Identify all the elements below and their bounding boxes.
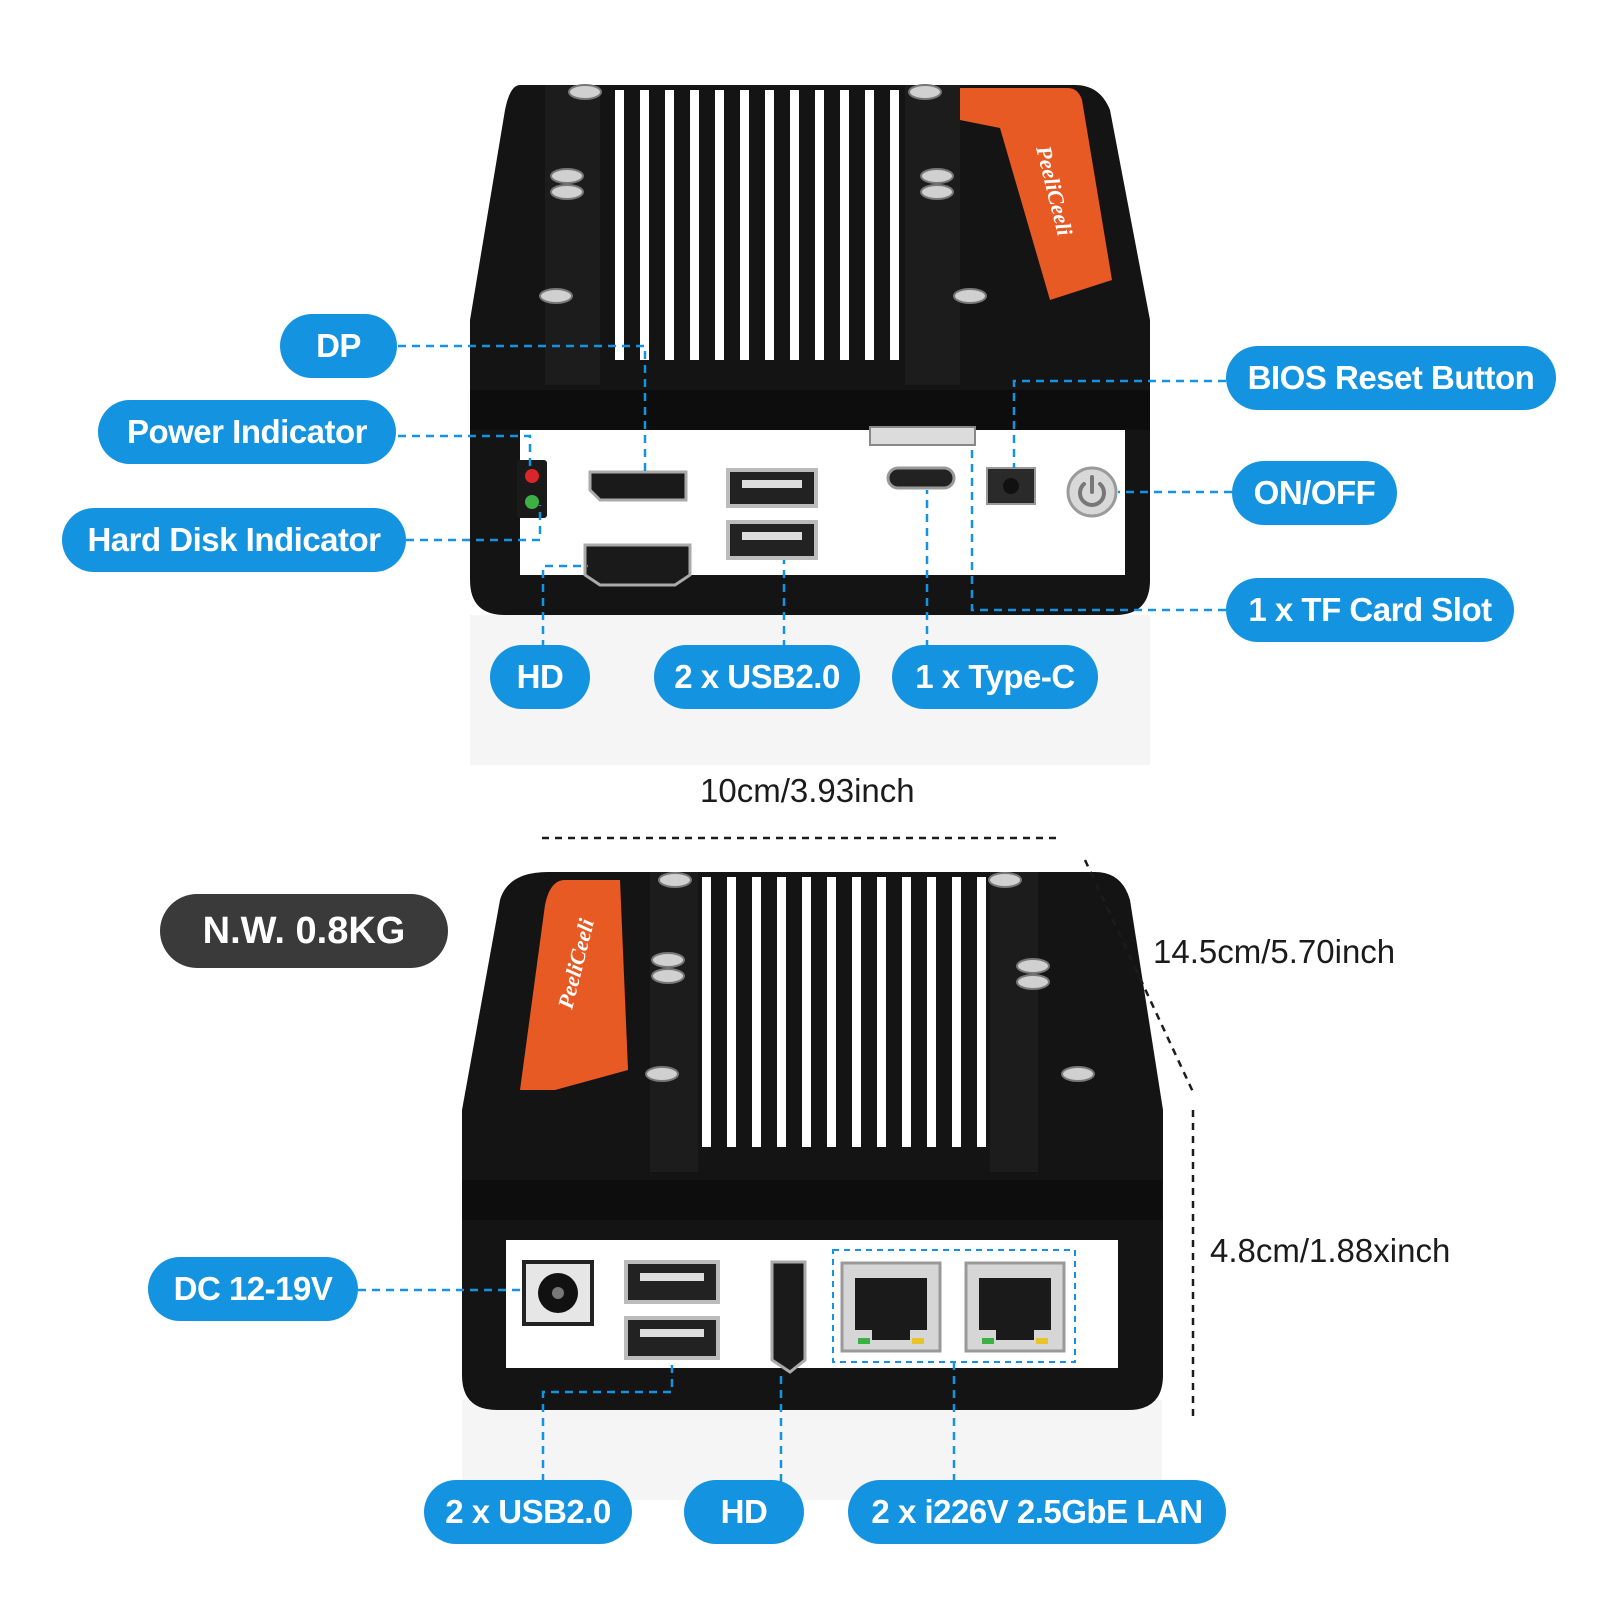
label-usb-rear: 2 x USB2.0 [424,1480,632,1544]
tf-card-slot [869,426,976,446]
hdd-led [525,495,539,509]
dimension-height: 4.8cm/1.88xinch [1210,1232,1451,1269]
leader-lines [358,344,1232,1482]
power-led [525,469,539,483]
label-hard-disk-indicator: Hard Disk Indicator [62,508,406,572]
dimension-width: 10cm/3.93inch [700,772,915,809]
heatsink-fins-front [615,90,899,360]
label-lan: 2 x i226V 2.5GbE LAN [848,1480,1226,1544]
type-c-port [886,466,956,490]
label-type-c: 1 x Type-C [892,645,1098,709]
bios-reset-switch [986,467,1036,505]
label-dp: DP [280,314,397,378]
dimension-lines [542,836,1195,1418]
accent-stripe-front [960,88,1112,300]
label-on-off: ON/OFF [1232,461,1397,525]
dp-port [588,470,688,502]
device-front: PeeliCeeli [470,84,1150,765]
hdmi-port-rear [770,1260,807,1374]
heatsink-fins-rear [702,877,986,1147]
accent-stripe-rear [520,880,628,1090]
label-hd-front: HD [490,645,590,709]
weight-badge: N.W. 0.8KG [160,894,448,968]
usb-port-rear-2 [624,1316,720,1360]
label-tf-card-slot: 1 x TF Card Slot [1226,578,1514,642]
power-icon [1066,466,1118,518]
label-power-indicator: Power Indicator [98,400,396,464]
hdmi-port-front [583,543,692,587]
label-bios-reset: BIOS Reset Button [1226,346,1556,410]
device-rear: PeeliCeeli [462,872,1163,1500]
label-usb-front: 2 x USB2.0 [654,645,860,709]
label-dc: DC 12-19V [148,1257,358,1321]
label-hd-rear: HD [684,1480,804,1544]
usb-port-rear-1 [624,1260,720,1304]
dimension-depth: 14.5cm/5.70inch [1153,933,1396,970]
